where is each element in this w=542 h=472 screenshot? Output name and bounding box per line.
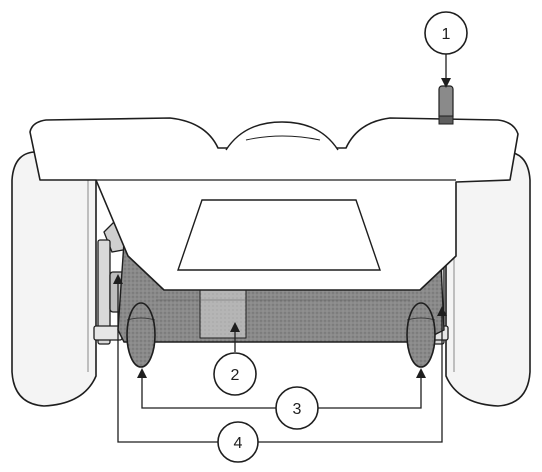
left-roller [126, 302, 156, 368]
arrowhead-1 [441, 78, 451, 88]
arrowhead-4-right [437, 306, 447, 316]
arrowhead-3-left [137, 368, 147, 378]
leader-line-4 [117, 280, 443, 443]
callout-1-label: 1 [442, 26, 451, 43]
arrowhead-3-right [416, 368, 426, 378]
right-rear-tire [445, 151, 531, 407]
right-roller [406, 302, 436, 368]
leader-arrowheads [113, 78, 451, 378]
callout-3: 3 [275, 386, 319, 430]
callout-4: 4 [217, 421, 259, 463]
callout-3-label: 3 [293, 401, 302, 418]
callout-4-label: 4 [234, 435, 243, 452]
callout-1: 1 [424, 11, 468, 55]
leader-lines [117, 54, 447, 443]
pin-part-1 [438, 85, 454, 125]
callout-2: 2 [213, 352, 257, 396]
callout-2-label: 2 [231, 367, 240, 384]
leader-line-3 [141, 374, 422, 409]
arrowhead-2 [230, 322, 240, 332]
vehicle-body [29, 117, 519, 291]
arrowhead-4-left [113, 274, 123, 284]
left-rear-tire [11, 151, 97, 407]
